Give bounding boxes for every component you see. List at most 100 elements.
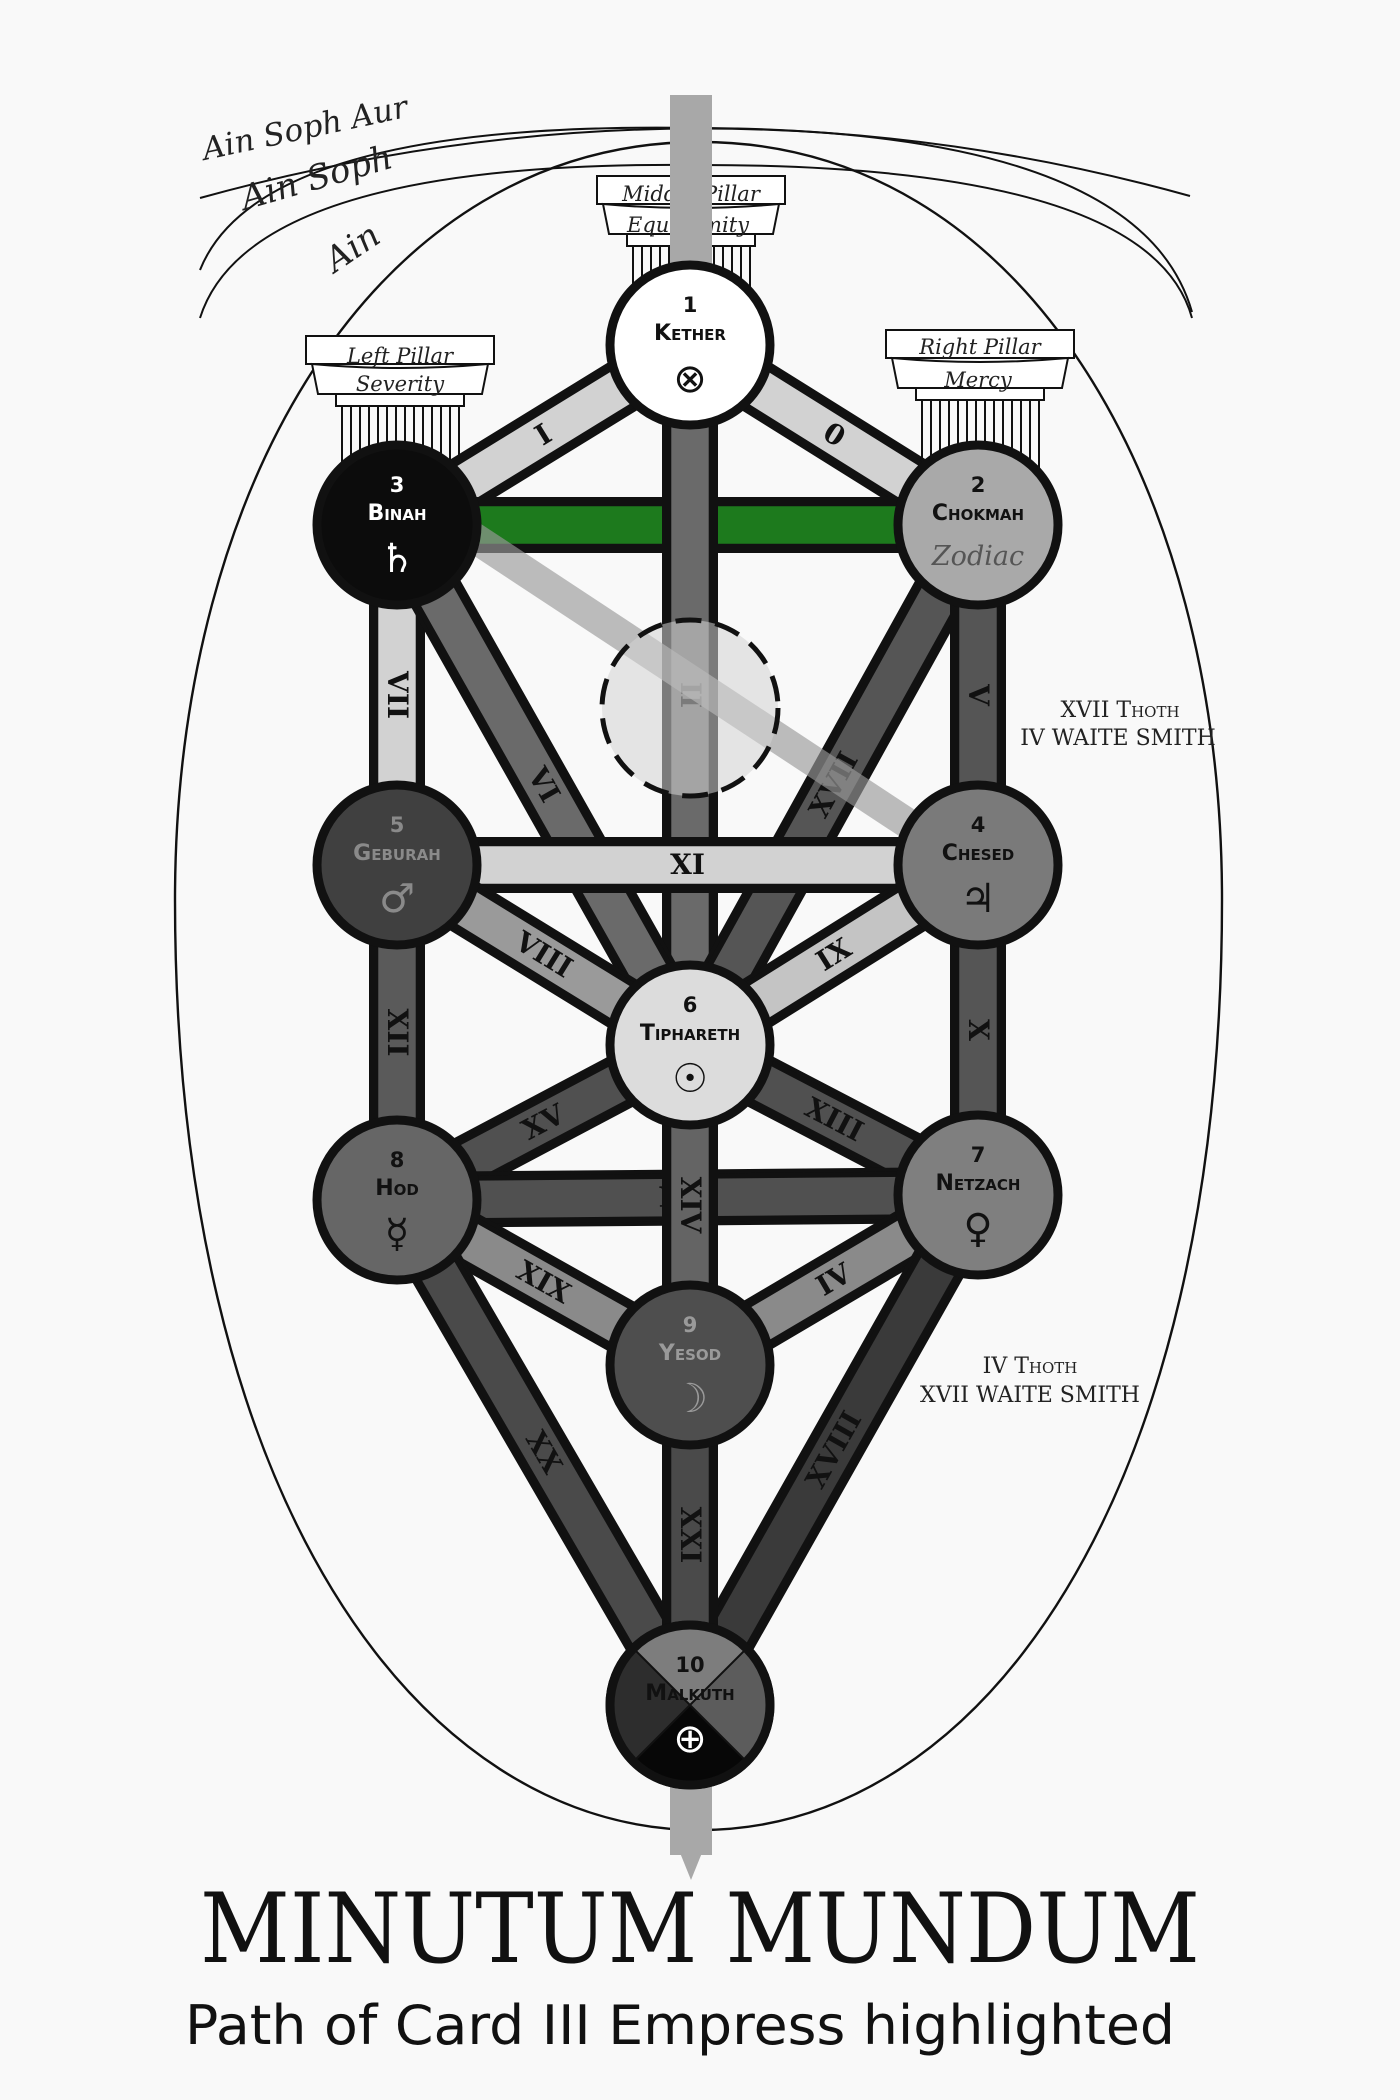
path-xxi: XXI: [662, 1363, 718, 1707]
pillar-echinus: [310, 362, 490, 395]
daath-overlay: [462, 522, 915, 836]
path-label: V: [962, 683, 995, 707]
path-label: XXI: [674, 1507, 707, 1564]
sephirah-disc: [893, 1110, 1063, 1280]
pillar-echinus: [890, 356, 1070, 389]
path-fill: [378, 525, 416, 865]
mars-icon: ♂: [379, 876, 415, 922]
sephirah-number: 3: [390, 473, 405, 497]
sephirah-name: Binah: [367, 501, 426, 526]
diagram-subtitle: Path of Card III Empress highlighted: [185, 1994, 1175, 2057]
malkuth-quarter-earth: [636, 1705, 744, 1781]
saturn-icon: ♄: [379, 536, 415, 582]
path-fill: [380, 515, 707, 1055]
sephirah-disc: [312, 440, 482, 610]
annotation-upper-line1: XVII Thoth: [1060, 698, 1179, 723]
left-pillar-name: Left Pillar: [346, 344, 455, 368]
sephirah-name: Geburah: [353, 841, 441, 866]
axis-point: [670, 1828, 712, 1880]
malkuth-quarter-fire: [614, 1651, 690, 1759]
right-pillar-quality: Mercy: [943, 368, 1013, 392]
path-label: VII: [381, 670, 414, 719]
moon-icon: ☽: [672, 1376, 708, 1422]
ain-label: Ain: [315, 215, 387, 282]
annotation-upper-line2: IV WAITE SMITH: [1020, 726, 1216, 751]
sephirah-disc: [893, 780, 1063, 950]
sephirah-disc: [605, 260, 775, 430]
malkuth-quarter-water: [690, 1651, 766, 1759]
path-fill: [380, 1190, 707, 1715]
path-vii: VII: [369, 523, 425, 867]
annotation-lower-line2: XVII WAITE SMITH: [920, 1383, 1140, 1408]
path-label: XIV: [674, 1177, 707, 1235]
sephirah-number: 5: [390, 813, 405, 837]
path-xi: XI: [395, 837, 980, 893]
sephirah-name: Kether: [654, 321, 726, 346]
left-pillar: Left Pillar Severity: [305, 335, 495, 474]
malkuth-divider: [635, 1650, 745, 1760]
sephirah-disc: [312, 780, 482, 950]
sephirah-name: Netzach: [936, 1171, 1021, 1196]
sephirah-number: 6: [683, 993, 698, 1017]
path-label: XI: [670, 848, 705, 881]
earth-icon: ⊕: [673, 1716, 707, 1762]
sephirah-name: Chesed: [942, 841, 1014, 866]
pillar-abacus: [885, 329, 1075, 359]
annotation-lower-line1: IV Thoth: [983, 1354, 1078, 1379]
sun-icon: ☉: [672, 1056, 708, 1102]
sephirah-name: Yesod: [658, 1341, 721, 1366]
path-label: XII: [381, 1009, 414, 1057]
sephirah-number: 1: [683, 293, 698, 317]
sephirah-disc: [893, 440, 1063, 610]
diagram-title: MINUTUM MUNDUM: [200, 1873, 1200, 1985]
right-pillar: Right Pillar Mercy: [885, 329, 1075, 468]
annotation-lower: IV Thoth XVII WAITE SMITH: [920, 1354, 1140, 1408]
circled-cross-icon: ⊗: [673, 356, 707, 402]
daath-circle: [599, 617, 781, 799]
pillar-necking: [335, 393, 465, 407]
sephirah-disc: [605, 960, 775, 1130]
path-fill: [671, 1365, 709, 1705]
path-fill: [397, 846, 978, 884]
path-label: X: [962, 1019, 995, 1041]
path-fill: [959, 525, 997, 865]
sephirah-number: 7: [971, 1143, 986, 1167]
sephirah-name: Hod: [375, 1176, 419, 1201]
annotation-upper: XVII Thoth IV WAITE SMITH: [1020, 698, 1216, 751]
venus-icon: ♀: [963, 1206, 992, 1252]
jupiter-icon: ♃: [960, 876, 996, 922]
zodiac-label: Zodiac: [931, 541, 1024, 572]
mercury-icon: ☿: [385, 1211, 410, 1257]
sephirah-number: 9: [683, 1313, 698, 1337]
pillar-necking: [915, 387, 1045, 401]
pillar-abacus: [305, 335, 495, 365]
sephirah-disc: [605, 1280, 775, 1450]
malkuth-quarter-air: [636, 1629, 744, 1705]
sephirah-name: Chokmah: [932, 501, 1024, 526]
sephirah-number: 2: [971, 473, 986, 497]
paths-layer: I0IIIIIVIIVIXVIIVXIVIIIIXXIIXXVXIIIXVIXI…: [369, 320, 1006, 1721]
path-fill: [673, 1185, 995, 1715]
sephirah-number: 10: [675, 1653, 704, 1677]
left-pillar-quality: Severity: [356, 372, 445, 396]
sephirah-number: 4: [971, 813, 986, 837]
sephirah-name: Malkuth: [645, 1681, 734, 1706]
sephirah-disc: [312, 1115, 482, 1285]
right-pillar-name: Right Pillar: [918, 335, 1042, 359]
sephirah-rim: [605, 1620, 775, 1790]
sephirah-name: Tiphareth: [640, 1021, 740, 1046]
sephirah-number: 8: [390, 1148, 405, 1172]
